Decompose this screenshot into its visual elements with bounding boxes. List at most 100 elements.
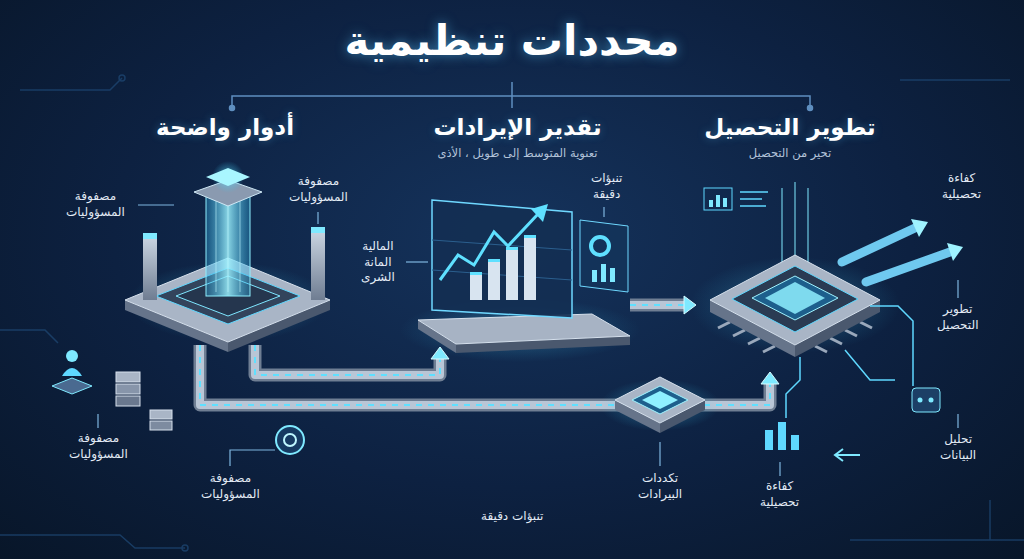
chip-platform	[845, 350, 895, 380]
chart-platform	[488, 259, 500, 262]
chip-platform	[929, 398, 934, 403]
leader-line	[659, 442, 660, 466]
pipe-connector	[255, 345, 440, 375]
pipe-connector	[630, 301, 684, 309]
diagram-title: محددات تنظيمية	[0, 16, 1024, 65]
title-bracket	[232, 96, 810, 108]
chart-platform	[470, 275, 482, 300]
chip-platform	[918, 398, 923, 403]
leader-line	[603, 207, 604, 217]
chip-platform	[870, 306, 913, 386]
small-chip	[600, 377, 720, 433]
section-heading: أدوار واضحة	[156, 114, 294, 140]
pillar-platform	[206, 192, 250, 296]
chip-platform	[912, 388, 940, 412]
chart-platform	[592, 270, 597, 282]
chip-platform	[740, 192, 768, 206]
small-chip	[615, 377, 705, 423]
chip-platform	[704, 188, 732, 210]
leader-line	[97, 414, 98, 428]
chart-platform	[506, 250, 518, 300]
side-icons	[150, 410, 172, 419]
callout-label: مصفوفة المسؤوليات	[289, 174, 348, 205]
chip-platform	[835, 449, 860, 461]
pipe-connector	[630, 304, 684, 306]
circuit-traces	[0, 535, 185, 548]
platform-node: تطوير التحصيلتحير من التحصيل	[696, 112, 884, 372]
side-icons	[116, 384, 140, 394]
callout-label: مصفوفة المسؤوليات	[66, 189, 125, 220]
pipe-connector	[255, 345, 449, 375]
circuit-traces	[0, 330, 58, 343]
leader-line	[957, 414, 958, 428]
side-icons	[116, 372, 140, 382]
pillar-platform	[311, 232, 325, 300]
arrow-head	[431, 347, 449, 359]
chip-platform	[786, 357, 800, 418]
leader-line	[138, 204, 174, 205]
pipe-connector	[630, 296, 696, 314]
chip-platform	[911, 219, 928, 237]
circuit-traces	[989, 500, 991, 540]
arrow-head	[761, 372, 779, 384]
title-bracket	[511, 82, 513, 108]
chart-platform	[418, 314, 630, 344]
circuit-traces	[0, 75, 1024, 551]
circuit-traces	[900, 79, 1010, 81]
side-icons	[284, 434, 296, 446]
title-bracket	[230, 106, 235, 111]
leader-line	[779, 462, 780, 476]
leader-line	[98, 205, 958, 476]
chip-platform	[732, 266, 858, 332]
title-bracket	[230, 82, 813, 111]
chip-platform	[716, 195, 720, 207]
chip-platform	[778, 422, 786, 450]
chart-platform	[400, 200, 640, 362]
callout-label: تحليل البيانات	[940, 432, 976, 463]
chip-platform	[947, 243, 963, 261]
chart-platform	[524, 238, 536, 300]
pillar-platform	[206, 168, 250, 186]
chip-platform	[866, 252, 950, 282]
pillar-platform	[311, 227, 325, 233]
circuit-traces	[850, 539, 1024, 541]
title-bracket	[808, 106, 813, 111]
callout-label: كفاءة تحصيلية	[760, 479, 799, 510]
leader-line	[317, 212, 318, 224]
circuit-traces	[119, 75, 125, 81]
leader-line	[230, 450, 275, 466]
pillar-platform	[216, 196, 240, 292]
pillar-platform	[143, 233, 157, 239]
small-chip	[632, 386, 688, 414]
pipe-connector	[255, 345, 440, 375]
platform-node: تقدير الإيراداتتعنوية المتوسط إلى طويل ،…	[405, 112, 630, 347]
chip-platform	[690, 182, 963, 461]
circuit-traces	[182, 545, 188, 551]
chart-platform	[524, 235, 536, 238]
callout-label: مصفوفة المسؤوليات	[69, 431, 128, 462]
callout-label: تكددات البيرادات	[638, 471, 682, 502]
small-chip	[642, 391, 678, 409]
pipe-connector	[255, 345, 440, 375]
chip-platform	[765, 282, 825, 314]
chart-platform	[601, 264, 606, 282]
side-icons	[62, 368, 82, 376]
section-heading: تقدير الإيرادات	[433, 114, 601, 140]
side-icons	[276, 426, 304, 454]
leader-line	[406, 261, 428, 262]
leader-line	[957, 280, 958, 298]
chip-platform	[842, 228, 915, 262]
chart-platform	[591, 237, 609, 255]
callout-label: تنبؤات دقيقة	[481, 509, 543, 525]
chart-platform	[470, 272, 482, 275]
arrow-head	[684, 296, 696, 314]
side-icons	[52, 378, 92, 394]
chip-platform	[752, 276, 838, 320]
pipe-connector	[630, 299, 684, 312]
chart-platform	[580, 220, 628, 292]
chart-platform	[440, 214, 538, 280]
chip-platform	[791, 435, 799, 450]
